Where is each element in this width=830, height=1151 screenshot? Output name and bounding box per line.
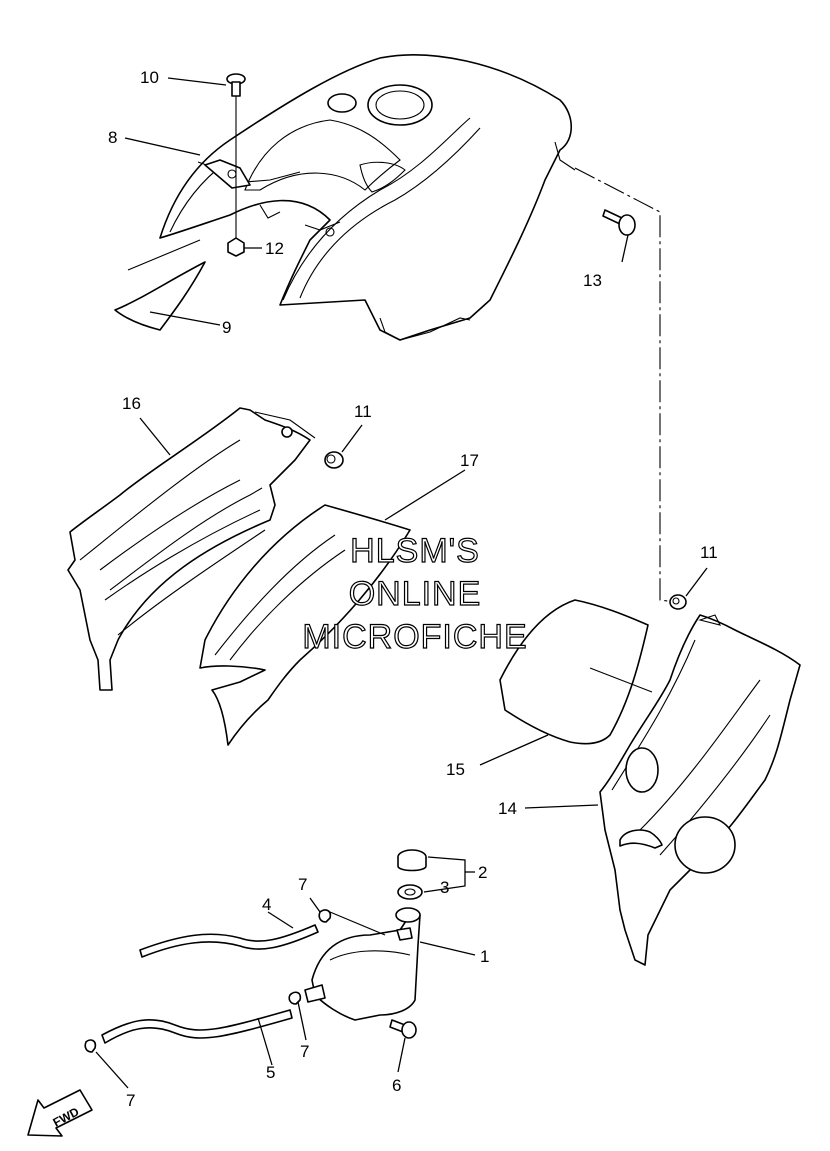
bolt-part-10 xyxy=(226,73,246,240)
callout-8: 8 xyxy=(108,128,117,147)
callout-7-a: 7 xyxy=(298,875,307,894)
bolt-part-13 xyxy=(602,209,636,236)
hose-part-5 xyxy=(101,1009,293,1044)
callout-6: 6 xyxy=(392,1076,401,1095)
side-cover-part-16 xyxy=(67,407,316,691)
sticker-part-9 xyxy=(114,261,206,331)
grommet-part-11-right xyxy=(669,594,687,610)
hose-part-4 xyxy=(139,924,319,958)
fwd-arrow-icon: FWD xyxy=(27,1089,93,1137)
panel-part-17 xyxy=(199,504,411,746)
callout-7-c: 7 xyxy=(126,1091,135,1110)
callout-2: 2 xyxy=(478,863,487,882)
watermark: HLSM'S ONLINE MICROFICHE xyxy=(302,531,528,656)
callout-12: 12 xyxy=(265,239,284,258)
callout-16: 16 xyxy=(122,394,141,413)
callout-labels: 1 2 3 4 5 6 7 7 7 8 9 10 11 11 12 13 14 … xyxy=(108,68,718,1110)
cap-part-2 xyxy=(397,849,427,872)
callout-15: 15 xyxy=(446,760,465,779)
callout-1: 1 xyxy=(480,947,489,966)
callout-4: 4 xyxy=(262,895,271,914)
gasket-part-3 xyxy=(397,884,423,900)
bolt-part-6 xyxy=(389,1019,417,1039)
dashed-guide-line xyxy=(574,167,677,603)
watermark-line-3: MICROFICHE xyxy=(302,618,527,656)
callout-13: 13 xyxy=(583,271,602,290)
callout-17: 17 xyxy=(460,451,479,470)
callout-14: 14 xyxy=(498,799,517,818)
callout-10: 10 xyxy=(140,68,159,87)
callout-7-b: 7 xyxy=(300,1042,309,1061)
grommet-part-11-top xyxy=(324,451,344,469)
nut-part-12 xyxy=(227,237,245,257)
pad-part-15 xyxy=(499,599,649,745)
tank-cover-part-8 xyxy=(159,54,576,341)
watermark-line-1: HLSM'S xyxy=(350,532,480,570)
watermark-line-2: ONLINE xyxy=(349,575,482,613)
clamp-part-7-a xyxy=(318,909,332,923)
callout-11-a: 11 xyxy=(354,402,372,421)
clamp-part-7-c xyxy=(84,1039,97,1053)
callout-9: 9 xyxy=(222,318,231,337)
leader-lines xyxy=(95,77,708,1089)
callout-11-b: 11 xyxy=(700,543,718,562)
oil-tank-part-1 xyxy=(304,907,421,1021)
callout-3: 3 xyxy=(440,878,449,897)
side-cover-part-14 xyxy=(599,614,801,966)
callout-5: 5 xyxy=(266,1063,275,1082)
